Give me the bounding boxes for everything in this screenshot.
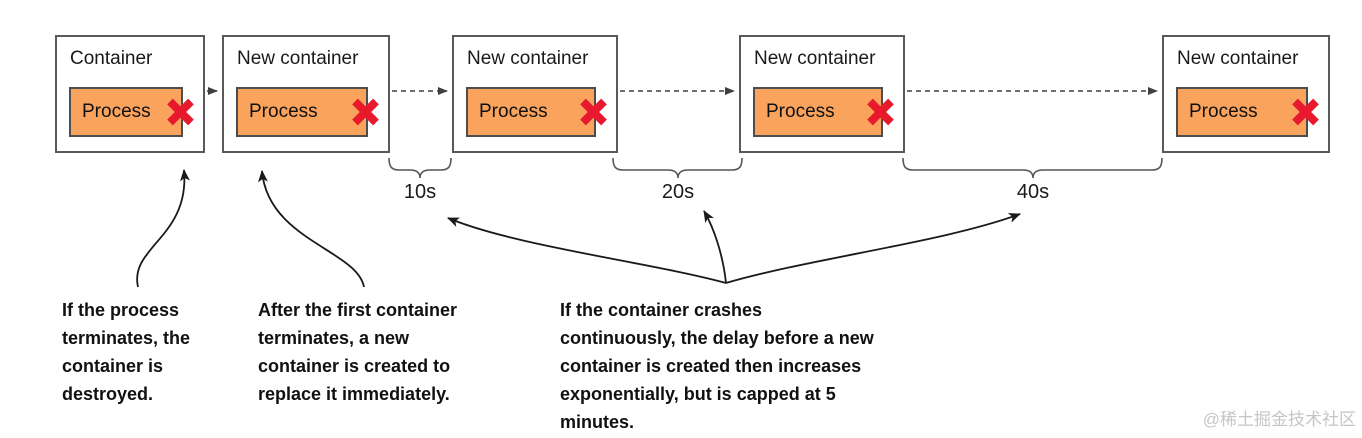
process-label: Process bbox=[82, 101, 151, 122]
process-box: Process bbox=[69, 87, 194, 137]
container-box-5: New container Process bbox=[1162, 35, 1330, 153]
annotation-arrow-container bbox=[136, 169, 190, 288]
crash-x-icon bbox=[352, 98, 379, 126]
container-box-4: New container Process bbox=[739, 35, 905, 153]
process-label: Process bbox=[766, 101, 835, 122]
delay-brace-10s bbox=[388, 157, 452, 179]
delay-label-10s: 10s bbox=[403, 181, 437, 203]
annotation-exponential-backoff: If the container crashes continuously, t… bbox=[560, 300, 874, 432]
delay-label-40s: 40s bbox=[1016, 181, 1050, 203]
process-box: Process bbox=[753, 87, 894, 137]
container-box-3: New container Process bbox=[452, 35, 618, 153]
delay-label-20s: 20s bbox=[661, 181, 695, 203]
container-box-2: New container Process bbox=[222, 35, 390, 153]
crash-x-icon bbox=[580, 98, 607, 126]
container-label: New container bbox=[237, 48, 359, 69]
crash-x-icon bbox=[1292, 98, 1319, 126]
crash-x-icon bbox=[167, 98, 194, 126]
process-label: Process bbox=[1189, 101, 1258, 122]
annotation-arrow-10s bbox=[447, 217, 727, 284]
container-label: New container bbox=[467, 48, 589, 69]
process-box: Process bbox=[236, 87, 379, 137]
annotation-arrow-40s bbox=[725, 213, 1021, 284]
process-box: Process bbox=[1176, 87, 1319, 137]
process-label: Process bbox=[479, 101, 548, 122]
process-label: Process bbox=[249, 101, 318, 122]
process-box: Process bbox=[466, 87, 607, 137]
container-label: New container bbox=[1177, 48, 1299, 69]
annotation-arrow-20s bbox=[703, 210, 727, 284]
watermark: @稀土掘金技术社区 bbox=[1202, 410, 1356, 429]
annotation-arrow-new-container bbox=[257, 170, 365, 288]
crash-x-icon bbox=[867, 98, 894, 126]
container-box-1: Container Process bbox=[55, 35, 205, 153]
delay-brace-20s bbox=[612, 157, 743, 179]
delay-brace-40s bbox=[902, 157, 1163, 179]
annotation-replace-immediately: After the first container terminates, a … bbox=[258, 300, 458, 404]
annotation-process-terminates: If the process terminates, the container… bbox=[62, 300, 191, 404]
container-label: Container bbox=[70, 48, 153, 69]
container-label: New container bbox=[754, 48, 876, 69]
